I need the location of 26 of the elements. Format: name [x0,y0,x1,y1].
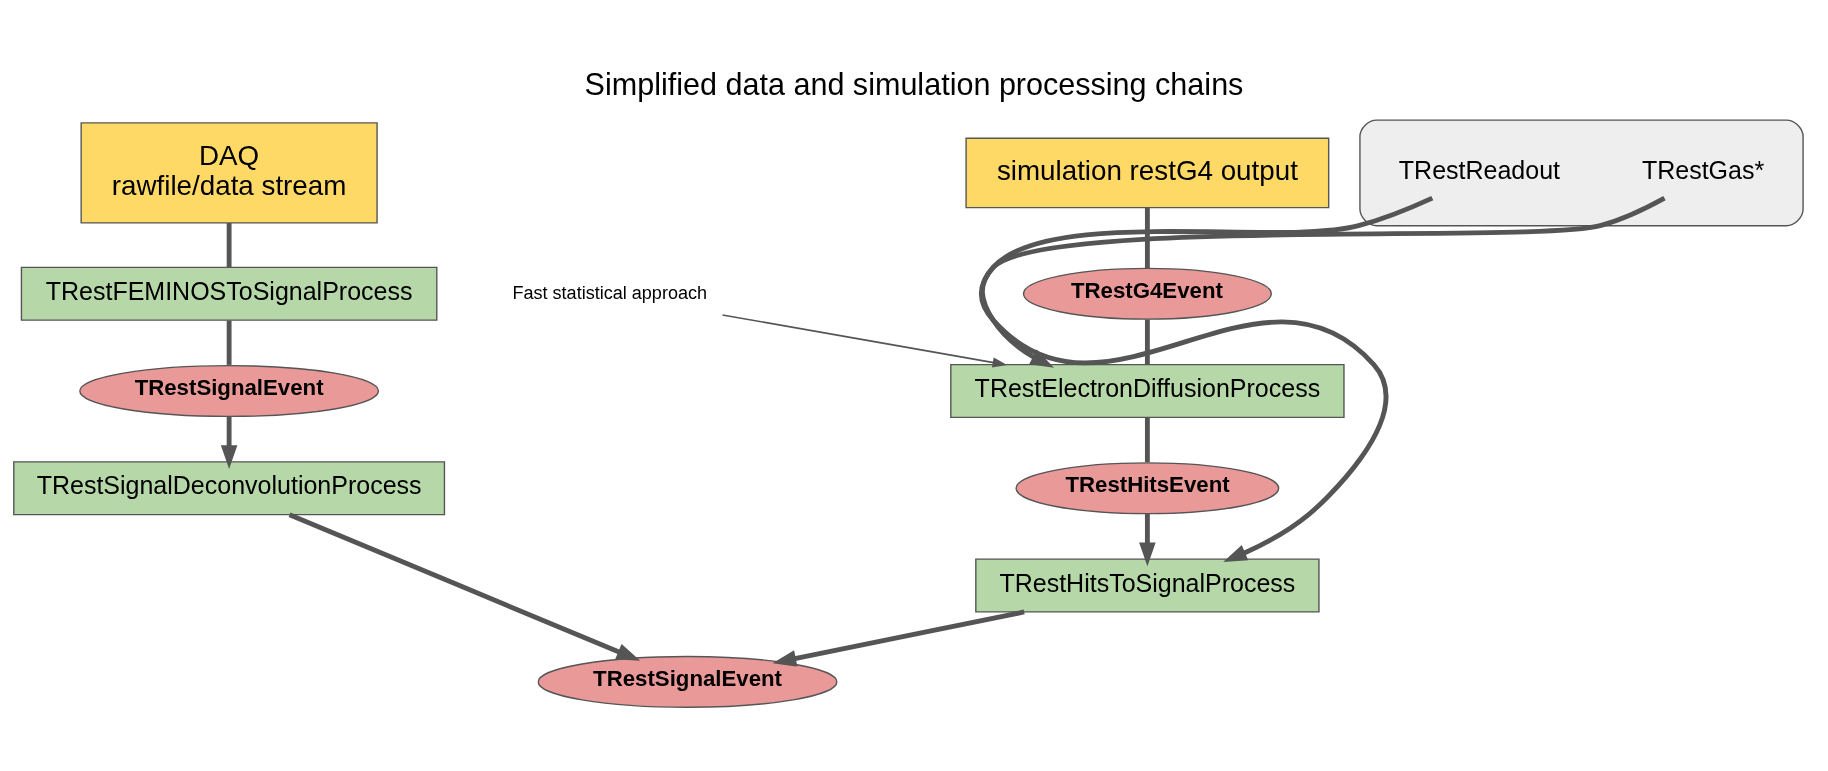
node-text: Fast statistical approach [512,282,708,302]
node-box: TRestFEMINOSToSignalProcess [20,266,438,321]
node-ellipse: TRestSignalEvent [537,655,838,708]
arrow [1139,513,1156,566]
connector [1144,417,1150,462]
connector [1144,319,1150,364]
diagram-title: Simplified data and simulation processing chains [584,66,1244,101]
connector [226,222,232,267]
node-box: TRestElectronDiffusionProcess [950,363,1345,418]
node-text: TRestGas* [1641,155,1765,184]
node-text: TRestReadout [1398,155,1561,184]
node-ellipse: TRestSignalEvent [79,364,380,417]
arrow [220,416,238,469]
arrow [772,609,1025,667]
node-ellipse: TRestG4Event [1022,267,1272,320]
arrow [721,313,1008,367]
node-box: TRestSignalDeconvolutionProcess [13,460,446,515]
arrow [288,512,641,661]
node-box: TRestHitsToSignalProcess [975,557,1320,613]
cluster [1359,118,1804,226]
node-box: DAQ rawfile/data stream [80,121,378,224]
node-ellipse: TRestHitsEvent [1015,461,1280,514]
node-box: simulation restG4 output [965,137,1330,208]
connector [1144,207,1150,268]
connector [226,320,232,365]
arrow [979,195,1434,562]
